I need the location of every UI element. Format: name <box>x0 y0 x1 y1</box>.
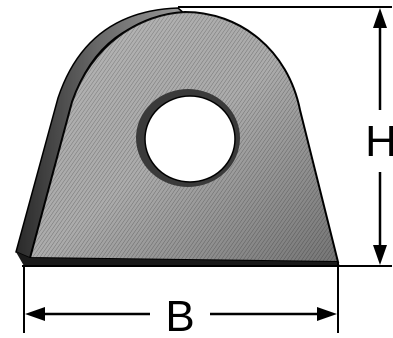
h-arrowhead-up-icon <box>373 8 387 28</box>
dimension-label-h: H <box>365 117 393 166</box>
h-dimension: H <box>365 8 393 265</box>
b-arrowhead-left-icon <box>25 307 45 321</box>
mounting-hole <box>144 95 236 183</box>
tab-bottom-edge <box>16 252 340 266</box>
h-arrowhead-down-icon <box>373 245 387 265</box>
b-dimension: B <box>23 262 339 338</box>
b-arrowhead-right-icon <box>317 307 337 321</box>
dimension-label-b: B <box>165 292 194 333</box>
